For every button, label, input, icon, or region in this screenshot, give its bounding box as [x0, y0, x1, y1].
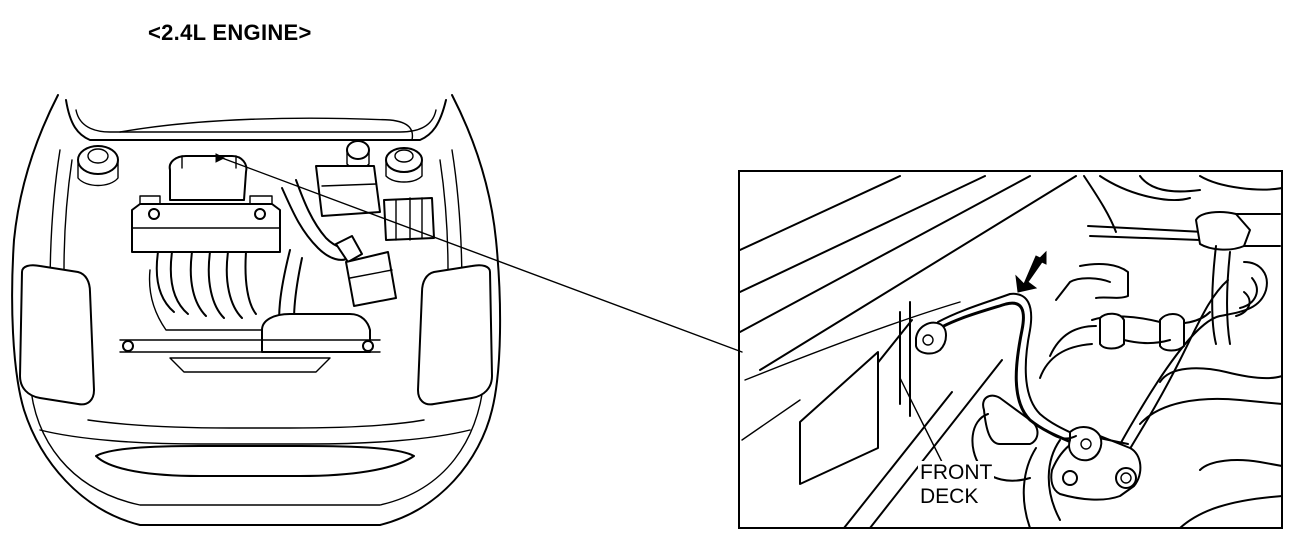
detail-frame [738, 170, 1283, 529]
front-deck-panel [799, 351, 879, 485]
headlight-right [417, 264, 493, 406]
car-overview [11, 94, 502, 526]
strut-tower-left [77, 145, 119, 187]
air-cleaner [168, 155, 248, 201]
ground-bracket [1050, 433, 1142, 501]
battery [315, 165, 381, 217]
front-grille [95, 445, 415, 477]
intake-runners [148, 251, 263, 331]
location-marker [215, 153, 226, 163]
direction-arrow-icon [1015, 250, 1047, 293]
strut-tower-right-b [385, 147, 423, 183]
front-deck-leader [899, 377, 943, 463]
relay-box [345, 251, 397, 307]
car-body-outline [11, 94, 502, 526]
engine-bay-outline [65, 99, 447, 141]
upper-hose [281, 179, 363, 263]
leader-line [221, 157, 743, 353]
diagram-title: <2.4L ENGINE> [148, 20, 312, 45]
front-deck-label-line1: FRONT [918, 461, 995, 485]
front-deck-label-line2: DECK [918, 485, 981, 509]
ground-cable [915, 292, 1103, 462]
detail-view [738, 170, 1283, 529]
headlight-left [19, 264, 95, 406]
strut-tower-right-a [346, 140, 370, 170]
lower-tray [261, 313, 371, 353]
connector-block [383, 197, 435, 241]
